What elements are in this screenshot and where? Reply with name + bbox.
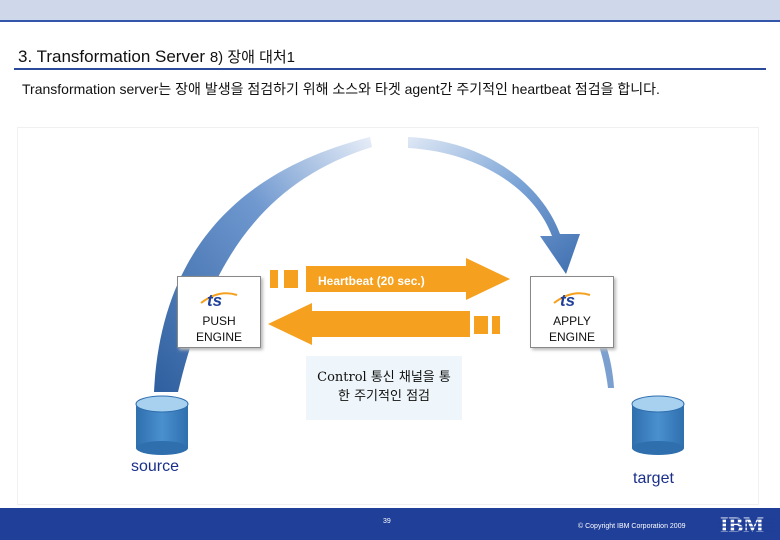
ts-logo-icon: ts: [200, 291, 238, 309]
target-label: target: [633, 470, 674, 487]
arc-apply-to-target: [580, 300, 614, 388]
push-logo-text: ts: [207, 291, 222, 309]
top-band-line: [0, 20, 780, 22]
apply-engine-line1: APPLY: [553, 314, 591, 328]
title-main: 3. Transformation Server: [18, 47, 206, 66]
control-text-line1: Control 통신 채널을 통: [317, 370, 451, 385]
control-text-line2: 한 주기적인 점검: [338, 389, 430, 404]
ibm-logo: IBM: [718, 513, 774, 535]
source-database-icon: [135, 395, 189, 455]
push-engine-box: ts PUSH ENGINE: [177, 276, 261, 348]
top-band: [0, 0, 780, 20]
ibm-logo-text: IBM: [720, 513, 764, 535]
apply-engine-box: ts APPLY ENGINE: [530, 276, 614, 348]
heartbeat-arrow: [270, 258, 510, 300]
source-label: source: [131, 458, 180, 475]
apply-logo-text: ts: [560, 291, 575, 309]
apply-engine-line2: ENGINE: [548, 330, 595, 344]
page-title: 3. Transformation Server 8) 장애 대처1: [18, 46, 295, 67]
description-text: Transformation server는 장애 발생을 점검하기 위해 소스…: [22, 81, 660, 97]
control-channel-note: Control 통신 채널을 통 한 주기적인 점검: [306, 356, 462, 420]
return-arrow: [268, 303, 500, 345]
arc-top-to-apply: [408, 137, 580, 274]
push-engine-line1: PUSH: [202, 314, 236, 328]
ts-logo-icon: ts: [553, 291, 591, 309]
title-rule: [14, 68, 766, 70]
footer-bar: [0, 508, 780, 540]
heartbeat-label: Heartbeat (20 sec.): [318, 274, 425, 288]
page-number: 39: [383, 518, 391, 525]
title-sub: 8) 장애 대처1: [209, 49, 296, 66]
copyright-text: © Copyright IBM Corporation 2009: [578, 523, 686, 530]
push-engine-line2: ENGINE: [195, 330, 242, 344]
target-database-icon: [631, 395, 685, 455]
arc-source-to-top: [154, 137, 372, 392]
